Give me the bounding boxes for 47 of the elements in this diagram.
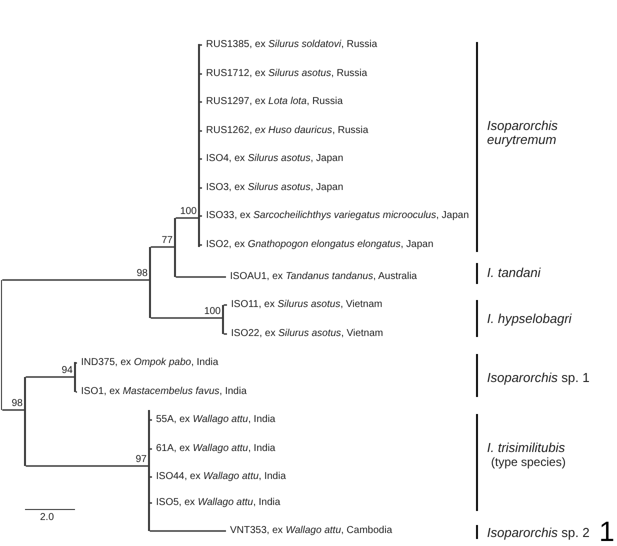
- taxon-label: ISOAU1, ex Tandanus tandanus, Australia: [226, 271, 417, 283]
- clade-name: I. trisimilitubis: [487, 441, 566, 455]
- tree-branch: [176, 276, 226, 278]
- support-value: 98: [136, 268, 148, 279]
- support-value: 77: [162, 235, 173, 246]
- support-value: 100: [180, 206, 197, 217]
- support-value: 98: [12, 398, 23, 409]
- clade-name: I. tandani: [487, 266, 540, 280]
- taxon-label: VNT353, ex Wallago attu, Cambodia: [226, 525, 392, 537]
- figure-number: 1: [599, 516, 615, 546]
- clade-name: Isoparorchis eurytremum: [487, 119, 559, 147]
- taxon-label: 55A, ex Wallago attu, India: [152, 414, 276, 426]
- support-value: 100: [204, 306, 221, 317]
- tree-branch: [150, 317, 222, 319]
- tree-branch: [26, 465, 148, 467]
- taxon-label: ISO44, ex Wallago attu, India: [152, 471, 286, 483]
- taxon-label: RUS1712, ex Silurus asotus, Russia: [202, 68, 368, 80]
- taxon-label: RUS1297, ex Lota lota, Russia: [202, 96, 343, 108]
- tree-branch: [224, 333, 227, 335]
- tree-branch: [150, 530, 226, 532]
- tree-branch: [150, 246, 174, 248]
- taxon-label: RUS1262, ex Huso dauricus, Russia: [202, 125, 368, 137]
- support-value: 97: [136, 454, 147, 465]
- clade-note: (type species): [491, 455, 566, 469]
- taxon-label: RUS1385, ex Silurus soldatovi, Russia: [202, 39, 378, 51]
- taxon-label: ISO3, ex Silurus asotus, Japan: [202, 182, 344, 194]
- taxon-label: ISO11, ex Silurus asotus, Vietnam: [227, 299, 382, 311]
- clade-name: I. hypselobagri: [487, 312, 572, 326]
- taxon-label: IND375, ex Ompok pabo, India: [77, 357, 218, 369]
- taxon-label: ISO1, ex Mastacembelus favus, India: [77, 386, 247, 398]
- taxon-label: ISO4, ex Silurus asotus, Japan: [202, 153, 344, 165]
- taxon-label: ISO5, ex Wallago attu, India: [152, 497, 280, 509]
- tree-branch: [176, 217, 198, 219]
- clade-name: Isoparorchis sp. 2: [487, 526, 590, 540]
- taxon-label: ISO2, ex Gnathopogon elongatus elongatus, Japan: [202, 239, 434, 251]
- clade-name: Isoparorchis sp. 1: [487, 371, 590, 385]
- tree-branch: [76, 391, 77, 393]
- scale-label: 2.0: [40, 512, 54, 524]
- tree-branch: [2, 409, 24, 411]
- tree-branch: [26, 376, 74, 378]
- taxon-label: 61A, ex Wallago attu, India: [152, 443, 276, 455]
- taxon-label: ISO33, ex Sarcocheilichthys variegatus microoculus, Japan: [202, 210, 469, 222]
- tree-branch: [76, 362, 77, 364]
- tree-branch: [224, 304, 227, 306]
- tree-branch: [2, 279, 150, 281]
- taxon-label: ISO22, ex Silurus asotus, Vietnam: [227, 328, 384, 340]
- support-value: 94: [62, 365, 73, 376]
